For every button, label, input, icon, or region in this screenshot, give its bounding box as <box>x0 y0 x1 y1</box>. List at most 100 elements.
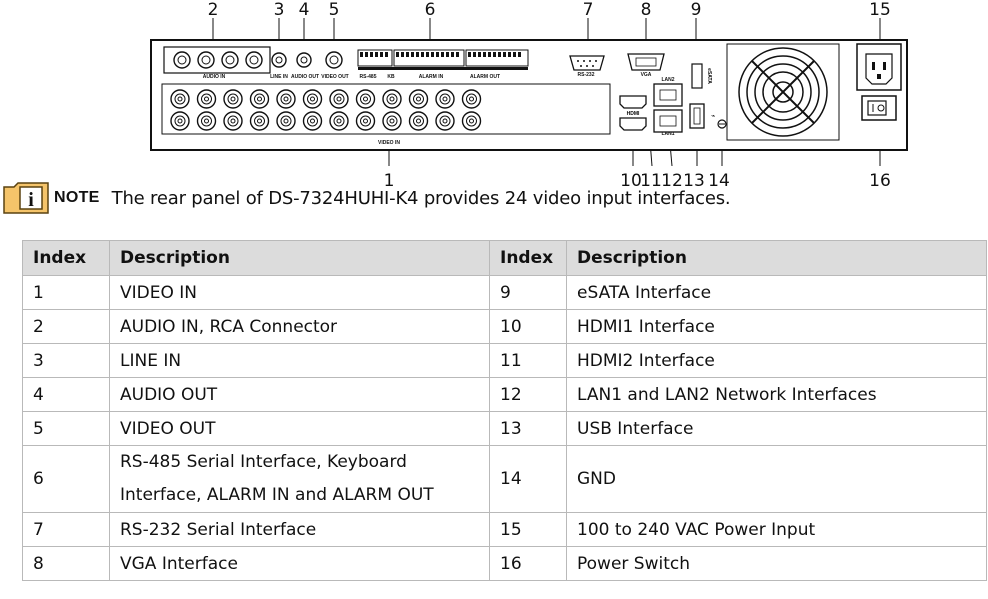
callout-2: 2 <box>208 0 219 20</box>
label-lan1: LAN1 <box>661 131 674 137</box>
cell-index: 1 <box>22 275 110 310</box>
table-header-row: Index Description Index Description <box>22 240 987 276</box>
bnc-connector <box>466 93 477 105</box>
bnc-connector <box>177 118 183 124</box>
bnc-connector <box>196 89 217 109</box>
bnc-connector <box>363 118 368 124</box>
table-row: 5 VIDEO OUT 13 USB Interface <box>22 411 987 446</box>
bnc-connector <box>174 115 186 127</box>
cell-description: VGA Interface <box>109 546 490 581</box>
bnc-connector <box>355 111 376 131</box>
bnc-connector <box>227 93 239 105</box>
bnc-connector <box>249 111 270 131</box>
cell-description: RS-232 Serial Interface <box>109 512 490 547</box>
bnc-connector <box>310 118 315 124</box>
bnc-connector <box>204 96 209 102</box>
cell-index: 8 <box>22 546 110 581</box>
bnc-connector <box>416 96 421 102</box>
bnc-connector <box>413 115 424 127</box>
note-label: NOTE <box>54 189 100 206</box>
cell-index: 7 <box>22 512 110 547</box>
note-row: i NOTE The rear panel of DS-7324HUHI-K4 … <box>2 180 982 216</box>
cell-index: 2 <box>22 309 110 344</box>
label-audio-in: AUDIO IN <box>203 74 226 80</box>
note-info-icon: i <box>3 182 49 214</box>
bnc-connector <box>416 118 421 124</box>
bnc-connector <box>439 93 451 105</box>
usb-icon: ⌁ <box>711 112 715 120</box>
bnc-connector <box>257 118 262 124</box>
callout-1: 1 <box>384 171 395 190</box>
table-row: 6 RS-485 Serial Interface, Keyboard Inte… <box>22 445 987 513</box>
cell-description: AUDIO OUT <box>109 377 490 412</box>
bnc-connector <box>336 96 342 102</box>
bnc-connector <box>196 111 217 131</box>
bnc-connector <box>461 89 482 109</box>
bnc-connector <box>204 118 209 124</box>
bnc-connector <box>442 118 448 124</box>
label-video-out: VIDEO OUT <box>321 74 349 80</box>
callout-10: 10 <box>620 171 642 190</box>
table-row: 3 LINE IN 11 HDMI2 Interface <box>22 343 987 378</box>
cell-description: VIDEO OUT <box>109 411 490 446</box>
label-video-in: VIDEO IN <box>378 140 400 146</box>
table-row: 8 VGA Interface 16 Power Switch <box>22 546 987 581</box>
bnc-connector <box>280 115 292 127</box>
cell-description: LINE IN <box>109 343 490 378</box>
label-kb: KB <box>387 74 395 80</box>
callout-11: 11 <box>640 171 662 190</box>
cell-description: HDMI2 Interface <box>566 343 987 378</box>
cell-index: 12 <box>489 377 567 412</box>
cell-description: USB Interface <box>566 411 987 446</box>
bnc-connector <box>283 118 289 124</box>
bnc-connector <box>382 111 402 131</box>
bnc-connector <box>435 111 455 131</box>
bnc-connector <box>442 96 448 102</box>
video-in-bnc-array <box>170 89 482 131</box>
bnc-connector <box>389 96 395 102</box>
bnc-connector <box>223 89 243 109</box>
cell-description: LAN1 and LAN2 Network Interfaces <box>566 377 987 412</box>
cell-description: Power Switch <box>566 546 987 581</box>
bnc-connector <box>408 111 429 131</box>
bnc-connector <box>283 96 289 102</box>
bnc-connector <box>408 89 429 109</box>
bnc-connector <box>386 115 398 127</box>
label-lan2: LAN2 <box>661 77 674 83</box>
label-esata: eSATA <box>706 68 712 84</box>
bnc-connector <box>469 96 474 102</box>
bnc-connector <box>174 93 186 105</box>
bnc-connector <box>389 118 395 124</box>
header-description-right: Description <box>566 240 987 276</box>
bnc-connector <box>280 93 292 105</box>
label-alarm-in: ALARM IN <box>419 74 444 80</box>
bnc-connector <box>355 89 376 109</box>
bnc-connector <box>360 93 371 105</box>
bnc-connector <box>177 96 183 102</box>
bnc-connector <box>307 93 318 105</box>
bnc-connector <box>360 115 371 127</box>
cell-index: 9 <box>489 275 567 310</box>
bnc-connector <box>439 115 451 127</box>
label-hdmi: HDMI <box>627 111 640 117</box>
cell-description: eSATA Interface <box>566 275 987 310</box>
note-text: The rear panel of DS-7324HUHI-K4 provide… <box>111 187 731 209</box>
cell-description: HDMI1 Interface <box>566 309 987 344</box>
table-row: 2 AUDIO IN, RCA Connector 10 HDMI1 Inter… <box>22 309 987 344</box>
cell-index: 4 <box>22 377 110 412</box>
bnc-connector <box>363 96 368 102</box>
bnc-connector <box>170 111 190 131</box>
bnc-connector <box>227 115 239 127</box>
bnc-connector <box>413 93 424 105</box>
callout-12: 12 <box>661 171 683 190</box>
header-description-left: Description <box>109 240 490 276</box>
bnc-connector <box>329 111 349 131</box>
cell-index: 16 <box>489 546 567 581</box>
cell-index: 10 <box>489 309 567 344</box>
rear-panel-figure: 2 3 4 5 6 7 8 9 15 1 10 11 12 13 14 16 <box>150 0 908 190</box>
label-vga: VGA <box>641 72 652 78</box>
bnc-connector <box>333 93 345 105</box>
callout-5: 5 <box>329 0 340 20</box>
cell-index: 13 <box>489 411 567 446</box>
bnc-connector <box>302 89 323 109</box>
